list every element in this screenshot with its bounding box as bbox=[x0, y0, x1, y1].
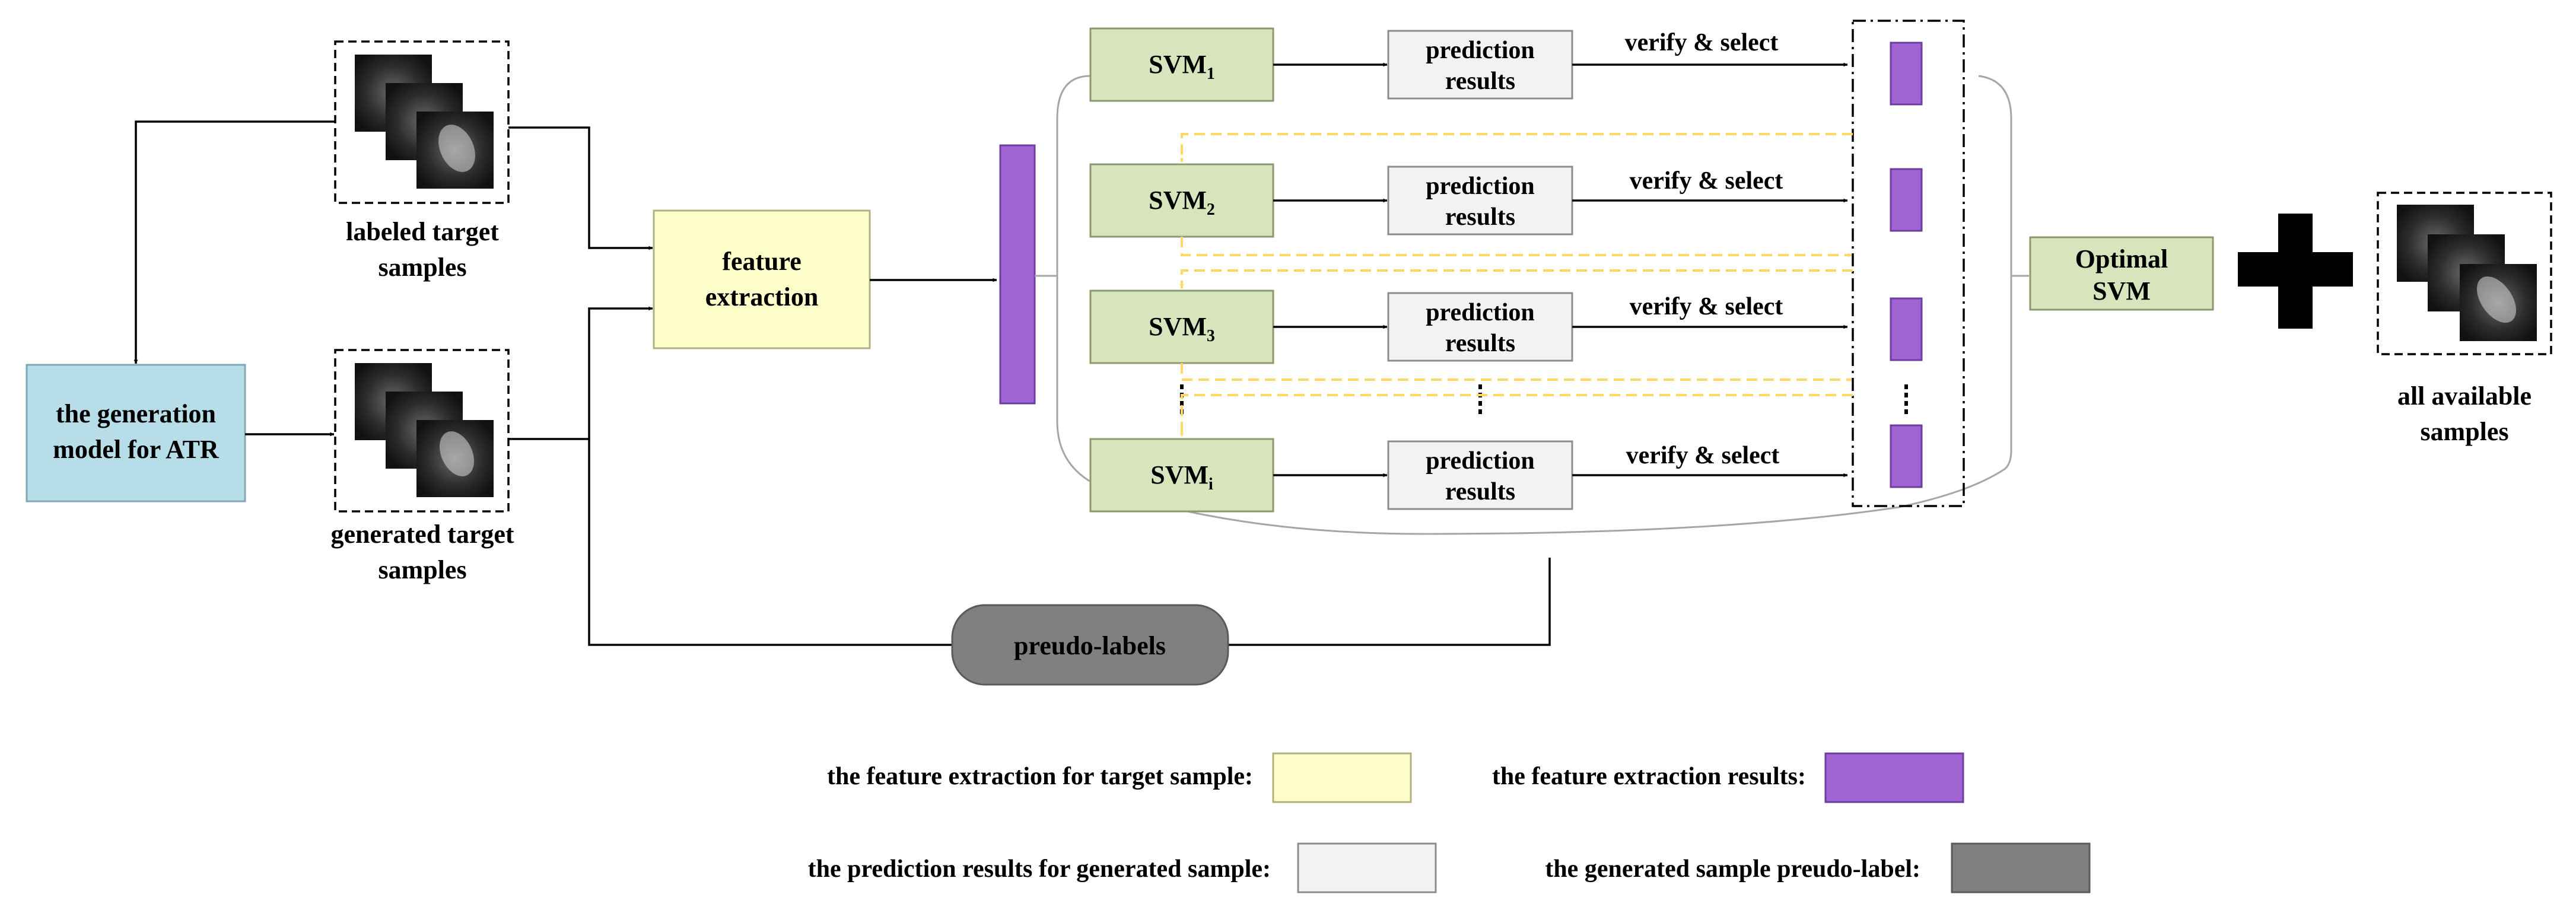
generation-model-box: the generation model for ATR bbox=[26, 364, 246, 502]
svm-row-i: SVMi prediction results verify & select bbox=[1089, 424, 1923, 513]
selected-sample-i bbox=[1890, 424, 1923, 488]
svm-2-label: SVM2 bbox=[1149, 186, 1215, 219]
all-samples-line2: samples bbox=[2420, 417, 2508, 446]
svm-1-box bbox=[1089, 27, 1274, 102]
pseudo-labels-label: preudo-labels bbox=[1014, 631, 1166, 660]
svm-3-box bbox=[1089, 290, 1274, 364]
feature-result-bar bbox=[999, 144, 1036, 405]
selected-sample-1 bbox=[1890, 42, 1923, 106]
all-samples-group: all available samples bbox=[2377, 192, 2552, 446]
legend-pseudo-label-swatch bbox=[1951, 842, 2091, 893]
optimal-svm-box: Optimal SVM bbox=[2029, 236, 2214, 311]
generated-to-feature-arrow bbox=[508, 306, 653, 440]
feature-extraction-box: feature extraction bbox=[653, 209, 871, 349]
labeled-to-generator-arrow bbox=[133, 120, 335, 364]
labeled-samples-line2: samples bbox=[378, 253, 466, 282]
prediction-i-line2: results bbox=[1445, 478, 1515, 505]
prediction-i-box bbox=[1387, 440, 1573, 510]
labeled-to-feature-arrow bbox=[508, 126, 653, 250]
labeled-samples-line1: labeled target bbox=[346, 217, 499, 246]
feedback-loops bbox=[1179, 133, 1853, 437]
prediction-2-box bbox=[1387, 166, 1573, 236]
generation-model-line2: model for ATR bbox=[53, 435, 220, 464]
feature-extraction-line1: feature bbox=[722, 247, 802, 276]
svm-group-bracket bbox=[1056, 75, 2012, 535]
verify-select-i: verify & select bbox=[1626, 442, 1780, 469]
svm-1-label: SVM1 bbox=[1149, 50, 1215, 83]
svm-i-box bbox=[1089, 438, 1274, 513]
labeled-sar-images bbox=[355, 55, 494, 189]
pseudo-label-feedback-line bbox=[588, 439, 952, 646]
prediction-1-line2: results bbox=[1445, 68, 1515, 95]
generated-samples-line1: generated target bbox=[330, 520, 514, 549]
svm-row-2: SVM2 prediction results verify & select bbox=[1089, 163, 1923, 238]
generation-model-line1: the generation bbox=[56, 399, 216, 428]
labeled-samples-group: labeled target samples bbox=[334, 40, 510, 282]
legend-prediction-label: the prediction results for generated sam… bbox=[808, 855, 1271, 883]
plus-icon bbox=[2238, 214, 2353, 329]
svm-row-1: SVM1 prediction results verify & select bbox=[1089, 27, 1923, 106]
svm-row-3: SVM3 prediction results verify & select bbox=[1089, 290, 1923, 364]
selected-samples-column bbox=[1852, 20, 1965, 507]
prediction-i-line1: prediction bbox=[1426, 447, 1535, 475]
svm-2-box bbox=[1089, 163, 1274, 238]
verify-select-3: verify & select bbox=[1630, 293, 1783, 320]
pseudo-label-return-line bbox=[1228, 558, 1551, 646]
selected-sample-2 bbox=[1890, 168, 1923, 232]
optimal-svm-line1: Optimal bbox=[2075, 244, 2168, 273]
continuation-dots bbox=[1180, 384, 1908, 415]
legend-feature-result-swatch bbox=[1824, 752, 1964, 803]
svm-i-label: SVMi bbox=[1150, 460, 1213, 494]
prediction-1-line1: prediction bbox=[1426, 37, 1535, 64]
legend: the feature extraction for target sample… bbox=[808, 752, 2091, 893]
generated-samples-group: generated target samples bbox=[330, 349, 514, 584]
prediction-3-line2: results bbox=[1445, 330, 1515, 357]
selected-sample-3 bbox=[1890, 297, 1923, 361]
prediction-2-line2: results bbox=[1445, 203, 1515, 231]
prediction-3-box bbox=[1387, 292, 1573, 362]
legend-prediction-swatch bbox=[1297, 842, 1437, 893]
verify-select-2: verify & select bbox=[1630, 167, 1783, 195]
verify-select-1: verify & select bbox=[1625, 29, 1779, 56]
all-sar-images bbox=[2397, 205, 2537, 341]
legend-pseudo-label-label: the generated sample preudo-label: bbox=[1545, 855, 1920, 883]
generated-samples-line2: samples bbox=[378, 555, 466, 584]
pseudo-labels-box: preudo-labels bbox=[951, 604, 1229, 686]
prediction-1-box bbox=[1387, 30, 1573, 100]
legend-feature-extraction-label: the feature extraction for target sample… bbox=[827, 763, 1253, 790]
prediction-3-line1: prediction bbox=[1426, 299, 1535, 326]
svm-3-label: SVM3 bbox=[1149, 312, 1215, 345]
generated-sar-images bbox=[355, 363, 494, 497]
prediction-2-line1: prediction bbox=[1426, 173, 1535, 200]
all-samples-line1: all available bbox=[2397, 381, 2532, 411]
legend-feature-extraction-swatch bbox=[1272, 752, 1412, 803]
optimal-svm-line2: SVM bbox=[2092, 276, 2151, 306]
legend-feature-result-label: the feature extraction results: bbox=[1492, 763, 1806, 790]
feature-extraction-line2: extraction bbox=[705, 282, 819, 311]
